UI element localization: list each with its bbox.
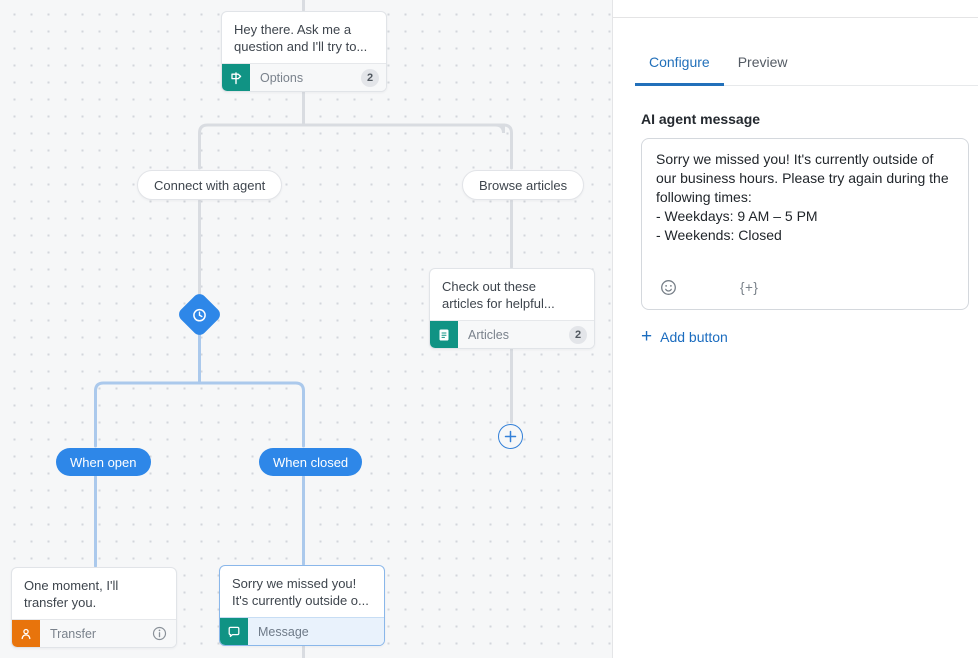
agent-message-text[interactable]: Sorry we missed you! It's currently outs… xyxy=(656,151,949,243)
branch-connect-with-agent[interactable]: Connect with agent xyxy=(137,170,283,200)
node-footer: Message xyxy=(220,617,384,645)
add-button-link[interactable]: + Add button xyxy=(641,327,968,346)
node-type-label: Transfer xyxy=(50,626,97,641)
message-bubble-icon xyxy=(220,617,248,645)
branch-browse-articles[interactable]: Browse articles xyxy=(462,170,585,200)
plus-icon: + xyxy=(641,326,653,347)
options-signpost-icon xyxy=(222,63,250,91)
panel-top-divider xyxy=(613,17,978,18)
options-count-badge: 2 xyxy=(361,68,379,87)
node-articles[interactable]: Check out these articles for helpful... … xyxy=(429,268,595,349)
panel-tabs: Configure Preview xyxy=(635,45,978,86)
node-text: Check out these articles for helpful... xyxy=(442,279,555,311)
add-button-label: Add button xyxy=(660,328,728,345)
node-transfer[interactable]: One moment, I'll transfer you. Transfer xyxy=(11,567,177,648)
node-type-label: Options xyxy=(260,70,304,85)
tab-configure[interactable]: Configure xyxy=(635,45,724,86)
tab-preview[interactable]: Preview xyxy=(737,54,788,70)
article-document-icon xyxy=(430,320,458,348)
node-type-label: Message xyxy=(258,624,309,639)
node-text: Sorry we missed you! It's currently outs… xyxy=(232,576,369,608)
flow-connectors xyxy=(94,0,513,658)
node-text: Hey there. Ask me a question and I'll tr… xyxy=(234,22,368,54)
node-type-label: Articles xyxy=(468,327,509,342)
node-footer: Transfer xyxy=(12,619,176,647)
office-hours-condition-node[interactable] xyxy=(176,291,223,338)
node-footer: Options 2 xyxy=(222,63,386,91)
branch-when-closed[interactable]: When closed xyxy=(259,448,363,476)
workflow-canvas[interactable]: Hey there. Ask me a question and I'll tr… xyxy=(0,0,612,658)
add-node-button[interactable] xyxy=(498,424,523,449)
node-footer: Articles 2 xyxy=(430,320,594,348)
emoji-picker-icon[interactable] xyxy=(660,279,677,296)
clock-icon xyxy=(192,307,208,323)
branch-when-open[interactable]: When open xyxy=(56,448,151,476)
editor-toolbar: {+} xyxy=(660,279,758,296)
info-icon[interactable] xyxy=(152,626,167,641)
transfer-person-icon xyxy=(12,619,40,647)
node-message-selected[interactable]: Sorry we missed you! It's currently outs… xyxy=(219,565,385,646)
agent-message-editor[interactable]: Sorry we missed you! It's currently outs… xyxy=(641,138,969,310)
node-text: One moment, I'll transfer you. xyxy=(24,578,119,610)
config-panel: Configure Preview AI agent message Sorry… xyxy=(612,0,978,658)
insert-variable-icon[interactable]: {+} xyxy=(740,280,759,295)
section-title-ai-agent-message: AI agent message xyxy=(641,111,761,127)
node-welcome-options[interactable]: Hey there. Ask me a question and I'll tr… xyxy=(221,11,387,92)
articles-count-badge: 2 xyxy=(569,325,587,344)
